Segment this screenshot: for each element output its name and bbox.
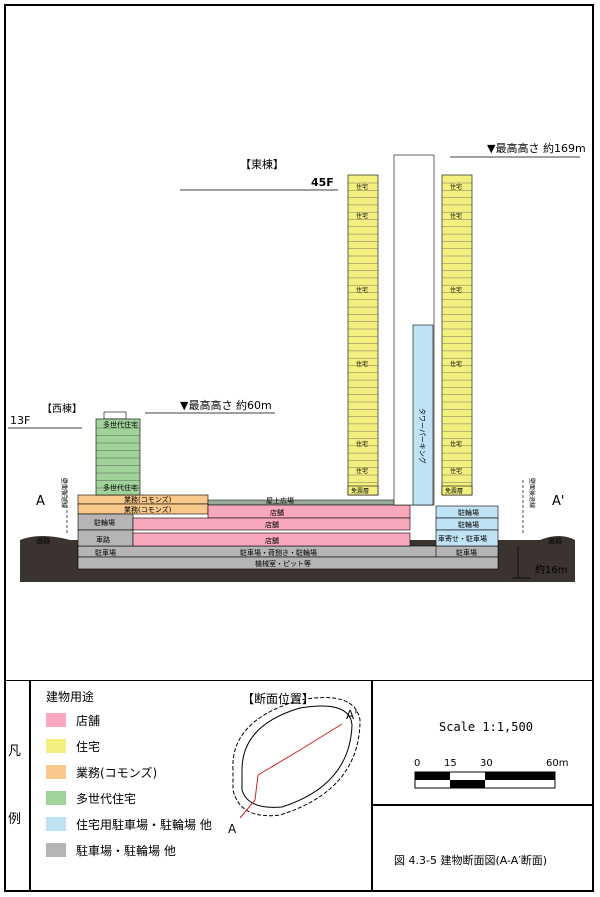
legend-side-title-1: 凡	[8, 744, 22, 759]
section-mark-a2: A'	[552, 494, 564, 509]
east-floor-count: 45F	[311, 176, 334, 189]
scale-label: Scale 1:1,500	[439, 720, 533, 734]
label-jutaku-right-1: 住宅	[450, 212, 462, 220]
legend-side-title-2: 例	[8, 812, 22, 827]
label-chushajo-b1: 駐車場	[95, 548, 116, 557]
legend-swatch	[46, 791, 66, 805]
location-a: A	[228, 822, 237, 836]
label-jutaku-right-4: 住宅	[450, 440, 462, 448]
legend-item: 駐車場・駐輪場 他	[46, 840, 176, 860]
label-gyomu-lower: 業務(コモンズ)	[124, 505, 172, 514]
road-right-label: 道路	[548, 536, 562, 545]
label-gyomu-upper: 業務(コモンズ)	[124, 495, 172, 504]
east-max-height: ▼最高高さ 約169m	[487, 141, 586, 155]
legend-item: 店舗	[46, 710, 100, 730]
east-kuruma-yose	[435, 529, 499, 547]
location-title: 【断面位置】	[242, 692, 315, 706]
road-left-label: 道路	[36, 536, 50, 545]
legend-label: 店舗	[76, 713, 101, 728]
scale-tick-60: 60m	[546, 758, 569, 769]
legend-item: 業務(コモンズ)	[46, 762, 157, 782]
label-tasedai-bottom: 多世代住宅	[103, 483, 138, 492]
podium-l1-tenpo	[132, 517, 411, 531]
depth-label: 約16m	[535, 563, 567, 576]
section-line	[239, 723, 343, 819]
menshin-left	[347, 485, 379, 496]
legend-item: 住宅	[46, 736, 100, 756]
scale-tick-30: 30	[480, 758, 493, 769]
legend-heading: 建物用途	[46, 690, 95, 704]
label-okujo-hiroba: 屋上広場	[266, 496, 294, 505]
label-b2: 機械室・ピット等	[255, 559, 311, 568]
building-line-left: 壁面後退線	[60, 478, 68, 508]
label-jutaku-right-2: 住宅	[450, 286, 462, 294]
label-jutaku-left-3: 住宅	[356, 360, 368, 368]
label-tasedai-top: 多世代住宅	[103, 420, 138, 429]
label-jutaku-right-3: 住宅	[450, 360, 462, 368]
podium-l2-tenpo	[207, 504, 411, 519]
legend-swatch	[46, 739, 66, 753]
legend-swatch	[46, 817, 66, 831]
bottom-panels	[4, 680, 594, 892]
label-kuruma-yose: 車寄せ・駐車場	[438, 534, 487, 543]
west-max-height: ▼最高高さ 約60m	[180, 398, 272, 412]
legend-label: 多世代住宅	[76, 791, 137, 806]
site-outline-inner	[241, 705, 353, 808]
label-churinjo-east-1: 駐輪場	[458, 508, 479, 517]
site-outline-outer	[232, 697, 361, 817]
legend-panel: 凡 例 建物用途 店舗住宅業務(コモンズ) 多世代住宅住宅用駐車場・駐輪場 他駐車…	[6, 680, 592, 890]
figure-caption: 図 4.3-5 建物断面図(A-A′断面)	[394, 854, 548, 867]
section-mark-a: A	[36, 494, 45, 509]
label-chushajo-east: 駐車場	[456, 548, 477, 557]
basement-b2	[77, 556, 499, 570]
legend-swatch	[46, 843, 66, 857]
legend-label: 住宅	[76, 739, 101, 754]
label-tenpo-g: 店舗	[265, 536, 279, 545]
building-line-right: 壁面後退線	[528, 478, 536, 508]
label-jutaku-left-4: 住宅	[356, 440, 368, 448]
building-section-diagram: 住宅住宅住宅住宅住宅住宅住宅住宅住宅住宅住宅住宅 【東棟】 45F ▼最高高さ …	[8, 141, 586, 582]
label-jutaku-left-5: 住宅	[356, 467, 368, 475]
west-tower	[95, 411, 141, 496]
legend-item: 住宅用駐車場・駐輪場 他	[46, 814, 212, 834]
legend-label: 住宅用駐車場・駐輪場 他	[76, 817, 212, 832]
east-tower-left	[347, 174, 379, 496]
east-building-label: 【東棟】	[240, 157, 284, 171]
label-tenpo-2f: 店舗	[270, 508, 284, 517]
tower-parking-label: タワーパーキング	[418, 408, 427, 464]
scale-tick-0: 0	[414, 758, 421, 769]
label-menshin-left: 免震層	[351, 487, 369, 495]
podium-l3-roof	[207, 499, 409, 506]
label-churinjo-east-2: 駐輪場	[458, 520, 479, 529]
location-a2: A'	[346, 708, 358, 722]
label-jutaku-right-5: 住宅	[450, 467, 462, 475]
scale-tick-15: 15	[444, 758, 457, 769]
scale-seg-2	[450, 780, 485, 788]
menshin-right	[441, 485, 473, 496]
label-menshin-right: 免震層	[445, 487, 463, 495]
tower-parking	[412, 324, 434, 506]
west-building-label: 【西棟】	[42, 402, 82, 415]
drawing-frame	[4, 4, 594, 892]
legend-item: 多世代住宅	[46, 788, 136, 808]
label-churinjo-1f: 駐輪場	[94, 518, 115, 527]
podium-g-tenpo	[132, 532, 411, 547]
legend-swatch	[46, 765, 66, 779]
label-shado: 車路	[96, 535, 110, 544]
label-jutaku-left-2: 住宅	[356, 286, 368, 294]
legend-label: 業務(コモンズ)	[76, 765, 158, 780]
road-left-mound	[20, 536, 70, 540]
east-tower-right	[441, 174, 473, 496]
scale-seg-3	[485, 772, 555, 780]
west-floor-count: 13F	[10, 414, 30, 427]
label-jutaku-left-0: 住宅	[356, 183, 368, 191]
label-jutaku-right-0: 住宅	[450, 183, 462, 191]
legend-swatch	[46, 713, 66, 727]
label-jutaku-left-1: 住宅	[356, 212, 368, 220]
label-tenpo-1f: 店舗	[265, 520, 279, 529]
scale-seg-1	[415, 772, 450, 780]
legend-label: 駐車場・駐輪場 他	[76, 843, 176, 858]
label-b1-mixed: 駐車場・荷捌き・駐輪場	[240, 548, 317, 557]
road-right-mound	[540, 536, 575, 540]
